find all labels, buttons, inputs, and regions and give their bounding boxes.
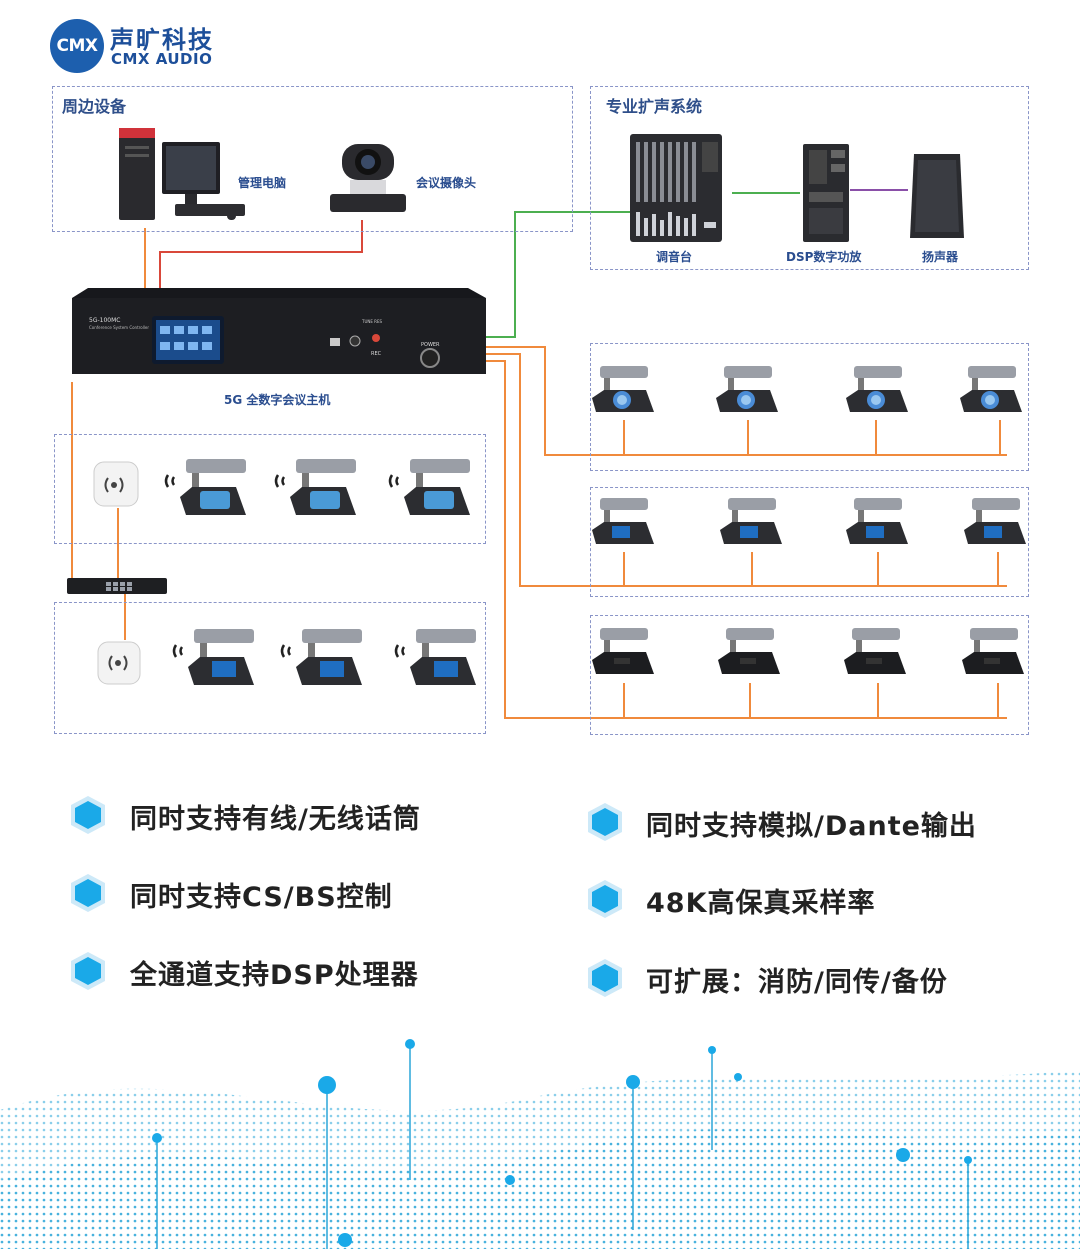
wired-mic-unit [720, 498, 782, 544]
wired-mic-unit [718, 628, 780, 674]
wired-group-3-box [590, 615, 1029, 735]
wired-group-1-box [590, 343, 1029, 471]
wired-mic-unit [964, 498, 1026, 544]
host-model: 5G-100MC [89, 317, 121, 324]
peripheral-title: 周边设备 [62, 97, 127, 116]
cable-chain-2 [486, 353, 1007, 587]
cable-camera-to-host [159, 220, 363, 290]
mixer-image [630, 134, 722, 242]
wireless-group-2-box [54, 602, 486, 734]
dsp-amplifier-label: DSP数字功放 [786, 250, 862, 264]
pro-audio-title: 专业扩声系统 [606, 97, 703, 116]
wireless-mic-unit [172, 627, 256, 687]
conference-camera-image [330, 144, 406, 212]
wired-group-2-box [590, 487, 1029, 597]
host-subtitle: Conference System Controller [89, 325, 149, 330]
decorative-wave-background [0, 1039, 1080, 1249]
dsp-amplifier-image [803, 144, 849, 242]
host-power-label: POWER [421, 342, 440, 348]
speaker-image [910, 154, 964, 238]
feature-right-1: 同时支持模拟/Dante输出 [646, 811, 977, 842]
wired-mic-unit [844, 628, 906, 674]
feature-hex-icon [588, 880, 622, 918]
brand-name-cn: 声旷科技 [110, 26, 214, 54]
wired-mic-unit [846, 366, 908, 412]
wired-mic-unit [592, 498, 654, 544]
host-rec-label: REC [371, 351, 382, 357]
wireless-access-point-2 [97, 641, 141, 685]
host-top-label: TUNE RES [362, 319, 383, 324]
wired-mic-unit [962, 628, 1024, 674]
management-pc-image [119, 128, 245, 220]
wired-mic-unit [592, 628, 654, 674]
conference-camera-label: 会议摄像头 [416, 176, 477, 190]
feature-hex-icon [588, 959, 622, 997]
brand-logo: CMX [50, 19, 104, 73]
feature-hex-icon [71, 952, 105, 990]
wireless-mic-unit [394, 627, 478, 687]
wireless-mic-unit [164, 457, 248, 517]
feature-hex-icon [71, 874, 105, 912]
feature-right-3: 可扩展：消防/同传/备份 [646, 967, 948, 998]
feature-left-3: 全通道支持DSP处理器 [130, 960, 419, 991]
feature-left-2: 同时支持CS/BS控制 [130, 882, 393, 913]
cable-layer [71, 189, 1007, 719]
wired-mic-unit [846, 498, 908, 544]
speaker-label: 扬声器 [922, 250, 959, 264]
pro-audio-box [590, 86, 1029, 270]
feature-right-2: 48K高保真采样率 [646, 888, 876, 919]
host-label: 5G 全数字会议主机 [224, 393, 331, 407]
network-switch [67, 578, 167, 594]
wired-mic-unit [592, 366, 654, 412]
feature-hex-icon [71, 796, 105, 834]
conference-host-image [72, 288, 486, 374]
cable-chain-3 [486, 360, 1007, 719]
wireless-mic-unit [388, 457, 472, 517]
peripheral-box [52, 86, 573, 232]
wired-mic-unit [960, 366, 1022, 412]
wireless-group-1-box [54, 434, 486, 544]
wireless-mic-unit [280, 627, 364, 687]
feature-left-1: 同时支持有线/无线话筒 [130, 804, 421, 835]
brand-name-en: CMX AUDIO [111, 50, 213, 68]
wireless-mic-unit [274, 457, 358, 517]
wired-mic-unit [716, 366, 778, 412]
cable-chain-1 [486, 346, 1007, 456]
feature-hex-icon [588, 803, 622, 841]
wireless-access-point-1 [93, 461, 139, 507]
mixer-label: 调音台 [656, 250, 693, 264]
management-pc-label: 管理电脑 [238, 176, 287, 190]
